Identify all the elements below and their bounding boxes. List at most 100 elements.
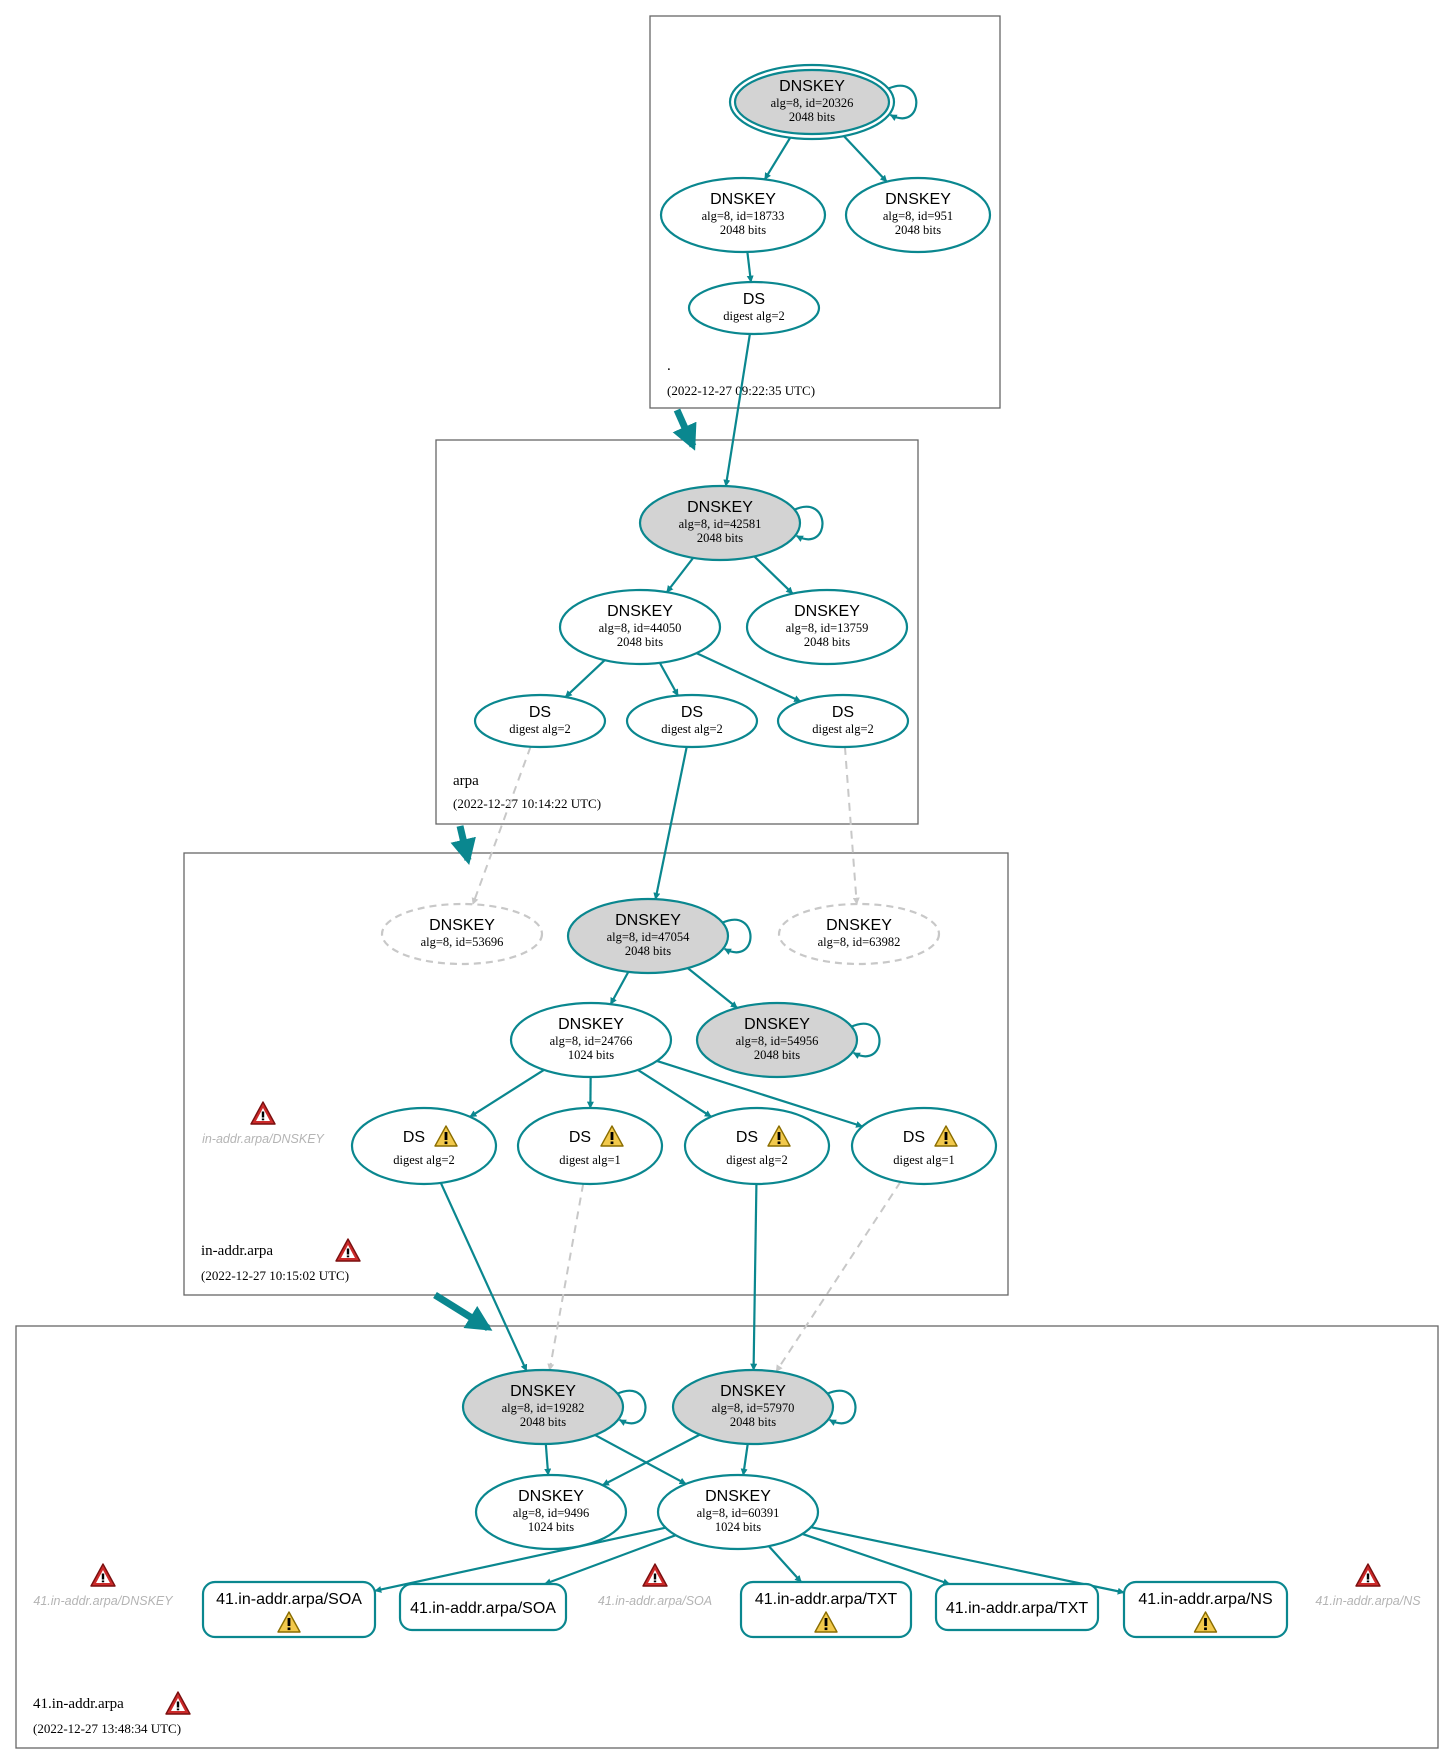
rrset-node-z_ns[interactable]: 41.in-addr.arpa/NS [1122,1580,1289,1639]
rrset-box [398,1582,568,1632]
node-ellipse [687,280,821,336]
node-detail: digest alg=2 [509,722,571,736]
node-title: DNSKEY [885,191,951,208]
node-detail: 2048 bits [720,223,766,237]
error-label-e_z41_dnskey[interactable]: 41.in-addr.arpa/DNSKEY [33,1563,174,1608]
edge-z_zsk2-to-z_soa2 [544,1534,677,1586]
edge-r_ksk-to-r_zsk2 [843,135,888,183]
node-detail: alg=8, id=47054 [607,930,691,944]
zone-name: . [667,358,671,374]
node-detail: digest alg=2 [723,309,785,323]
rrset-box [739,1580,913,1639]
node-ellipse [625,693,759,749]
node-title: DNSKEY [429,917,495,934]
node-title: DNSKEY [615,912,681,929]
rrset-node-z_soa1[interactable]: 41.in-addr.arpa/SOA [201,1580,377,1639]
node-title: DNSKEY [705,1488,771,1505]
node-ellipse [776,693,910,749]
edge-a_zsk1-to-a_ds3 [696,652,802,703]
node-detail: 2048 bits [625,944,671,958]
edge-z_ksk2-to-z_zsk1 [602,1433,701,1487]
rrset-node-z_txt1[interactable]: 41.in-addr.arpa/TXT [739,1580,913,1639]
zone-name: 41.in-addr.arpa [33,1696,124,1712]
zone-timestamp: (2022-12-27 10:14:22 UTC) [453,796,601,811]
zone-name: arpa [453,773,479,789]
node-detail: digest alg=2 [393,1153,455,1167]
error-label-e_z41_soa[interactable]: 41.in-addr.arpa/SOA [598,1563,712,1608]
node-title: DNSKEY [826,917,892,934]
edge-i_ds3-to-z_ksk2 [750,1183,758,1371]
node-detail: alg=8, id=53696 [421,935,504,949]
node-detail: 2048 bits [520,1415,566,1429]
node-ellipse [656,1473,820,1551]
rrset-box [934,1582,1100,1632]
edge-z_ksk2-to-z_zsk2 [740,1443,749,1476]
node-title: DNSKEY [720,1383,786,1400]
edge-a_ksk-to-a_zsk1 [665,557,695,593]
delegation-arpa-to-inaddr [450,825,476,866]
node-detail: 2048 bits [730,1415,776,1429]
warning-icon [1193,1611,1218,1633]
edge-a_ksk-to-a_ksk [793,505,824,542]
node-ellipse [777,902,941,966]
edge-a_ds2-to-i_ksk [653,746,688,900]
node-detail: 1024 bits [568,1048,614,1062]
node-ellipse [509,1001,673,1079]
edge-a_ds3-to-i_miss2 [843,746,860,905]
edge-z_ksk2-to-z_ksk2 [826,1389,857,1426]
edges-layer [374,84,1125,1595]
error-label-e_z41_ns[interactable]: 41.in-addr.arpa/NS [1315,1563,1421,1608]
rrset-title: 41.in-addr.arpa/NS [1138,1591,1272,1608]
edge-z_zsk2-to-z_ns [810,1526,1125,1595]
node-detail: alg=8, id=63982 [818,935,901,949]
warning-icon [434,1125,458,1147]
node-title: DNSKEY [794,603,860,620]
node-title: DNSKEY [558,1016,624,1033]
rrset-node-z_txt2[interactable]: 41.in-addr.arpa/TXT [934,1582,1100,1632]
node-ellipse [461,1368,625,1446]
node-ellipse [844,176,992,254]
error-icon [1355,1563,1381,1587]
error-label-text: in-addr.arpa/DNSKEY [202,1132,325,1146]
edge-i_zsk-to-i_ds1 [469,1068,545,1118]
rrset-title: 41.in-addr.arpa/SOA [216,1591,362,1608]
edge-i_ksk-to-i_zsk [609,971,630,1005]
node-detail: digest alg=1 [893,1153,955,1167]
node-ellipse [733,68,891,136]
node-detail: alg=8, id=9496 [513,1506,590,1520]
node-ellipse [380,902,544,966]
rrset-node-z_soa2[interactable]: 41.in-addr.arpa/SOA [398,1582,568,1632]
zone-timestamp: (2022-12-27 10:15:02 UTC) [201,1268,349,1283]
node-detail: 2048 bits [789,110,835,124]
error-label-e_inaddr_dnskey[interactable]: in-addr.arpa/DNSKEY [202,1101,326,1146]
edge-z_zsk2-to-z_txt2 [802,1532,951,1586]
zone-inaddr: in-addr.arpa(2022-12-27 10:15:02 UTC) [183,852,1009,1296]
node-ellipse [683,1106,831,1186]
edge-a_zsk1-to-a_ds2 [658,662,679,697]
node-detail: alg=8, id=20326 [771,96,854,110]
edge-i_ksk-to-i_ksk [721,918,752,955]
